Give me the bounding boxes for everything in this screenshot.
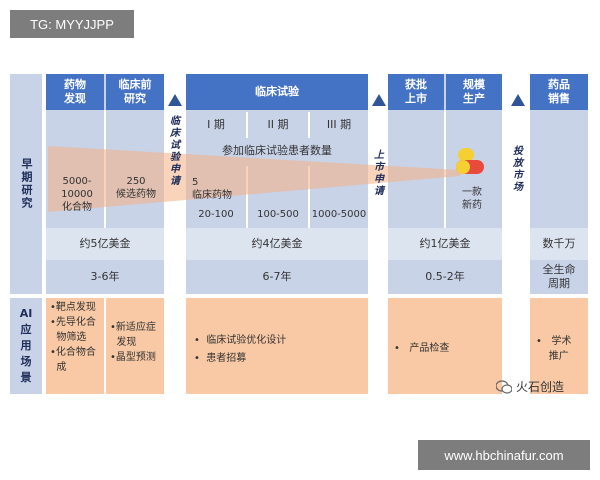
phase-3: III 期 xyxy=(310,112,368,138)
ai-item: • 患者招募 xyxy=(194,353,247,364)
header-preclinical-text: 临床前研究 xyxy=(118,78,152,105)
divider xyxy=(308,166,310,228)
header-scale-production: 规模生产 xyxy=(446,74,502,110)
brand-text: 火石创造 xyxy=(516,380,565,394)
participants-label: 参加临床试验患者数量 xyxy=(186,140,368,162)
header-drug-discovery-text: 药物发现 xyxy=(64,78,86,105)
cost-sales: 数千万 xyxy=(530,228,588,260)
duration-early-text: 3-6年 xyxy=(90,270,120,283)
duration-sales: 全生命 周期 xyxy=(530,261,588,293)
arrow-up-icon xyxy=(372,94,386,106)
header-drug-sales: 药品销售 xyxy=(530,74,588,110)
ai-item: • 学术 xyxy=(536,336,572,347)
cost-clinical-text: 约4亿美金 xyxy=(251,237,303,250)
participants-phase-2: 100-500 xyxy=(257,209,299,220)
phase-2-text: II 期 xyxy=(267,118,289,131)
row-label-early-text: 早期研究 xyxy=(20,158,33,210)
row-label-early-research: 早期研究 xyxy=(10,74,42,294)
ai-approval-box xyxy=(388,298,502,394)
label-clinical-application: 临床试验申请 xyxy=(170,116,180,187)
duration-approval: 0.5-2年 xyxy=(388,261,502,293)
phase-2: II 期 xyxy=(248,112,308,138)
ai-clinical-box xyxy=(186,298,368,394)
clinical-drug-count: 5 临床药物 xyxy=(192,177,232,201)
participants-phase-1: 20-100 xyxy=(198,209,234,220)
divider xyxy=(444,110,446,228)
arrow-up-icon xyxy=(168,94,182,106)
phase-3-text: III 期 xyxy=(326,118,352,131)
ai-approval-list: • 产品检查 xyxy=(394,341,449,356)
row-label-ai: AI应用场景 xyxy=(10,298,42,394)
phase-1: I 期 xyxy=(186,112,246,138)
ai-sales-box xyxy=(530,298,588,394)
ai-item: 成 xyxy=(50,362,67,373)
duration-early: 3-6年 xyxy=(46,261,164,293)
discovery-count: 5000-10000 化合物 xyxy=(61,176,93,213)
header-drug-discovery: 药物发现 xyxy=(46,74,104,110)
pill-icon xyxy=(456,148,484,174)
ai-item: •化合物合 xyxy=(50,347,96,358)
header-scale-text: 规模生产 xyxy=(463,78,485,105)
header-approval: 获批上市 xyxy=(388,74,444,110)
arrow-up-icon xyxy=(511,94,525,106)
duration-approval-text: 0.5-2年 xyxy=(425,270,465,283)
header-sales-text: 药品销售 xyxy=(548,78,570,105)
new-drug-label: 一款 新药 xyxy=(462,187,482,211)
watermark-url: www.hbchinafur.com xyxy=(418,440,590,470)
cost-clinical: 约4亿美金 xyxy=(186,228,368,260)
brand-mark: 火石创造 xyxy=(496,378,564,395)
ai-item: • 临床试验优化设计 xyxy=(194,335,287,346)
tg-label: TG: MYYJJPP xyxy=(10,10,134,38)
divider xyxy=(308,112,310,138)
ai-item: 物筛选 xyxy=(50,332,87,343)
row-label-ai-text: AI应用场景 xyxy=(19,307,33,384)
cost-early-text: 约5亿美金 xyxy=(79,237,131,250)
ai-item: •晶型预测 xyxy=(110,352,156,363)
label-market-launch: 投放市场 xyxy=(513,146,523,193)
header-clinical-text: 临床试验 xyxy=(255,85,299,98)
ai-item: •先导化合 xyxy=(50,317,96,328)
divider xyxy=(246,112,248,138)
header-preclinical: 临床前研究 xyxy=(106,74,164,110)
wechat-icon xyxy=(496,379,512,394)
cost-sales-text: 数千万 xyxy=(542,237,576,250)
ai-sales-list: • 学术 推广 xyxy=(536,334,571,364)
ai-clinical-list: • 临床试验优化设计 • 患者招募 xyxy=(194,332,286,368)
ai-item: 发现 xyxy=(110,337,137,348)
participants-phase-3: 1000-5000 xyxy=(311,209,367,220)
cost-approval: 约1亿美金 xyxy=(388,228,502,260)
cost-early: 约5亿美金 xyxy=(46,228,164,260)
ai-item: •靶点发现 xyxy=(50,302,96,313)
ai-item: • 产品检查 xyxy=(394,343,450,354)
ai-item: 推广 xyxy=(536,351,569,362)
label-market-application: 上市申请 xyxy=(374,150,384,197)
header-approval-text: 获批上市 xyxy=(405,78,427,105)
duration-sales-text: 全生命 周期 xyxy=(542,263,576,290)
ai-item: •新适应症 xyxy=(110,322,156,333)
duration-clinical-text: 6-7年 xyxy=(262,270,292,283)
divider xyxy=(246,166,248,228)
header-clinical-trials: 临床试验 xyxy=(186,74,368,110)
ai-discovery-box xyxy=(46,298,104,394)
cost-approval-text: 约1亿美金 xyxy=(419,237,471,250)
funnel-polygon xyxy=(48,146,460,212)
participants-label-text: 参加临床试验患者数量 xyxy=(222,144,332,157)
phase-1-text: I 期 xyxy=(207,118,225,131)
preclinical-count: 250 候选药物 xyxy=(116,176,156,200)
ai-preclinical-box xyxy=(106,298,164,394)
ai-preclinical-list: •新适应症 发现 •晶型预测 xyxy=(110,320,156,365)
duration-clinical: 6-7年 xyxy=(186,261,368,293)
ai-discovery-list: •靶点发现 •先导化合 物筛选 •化合物合 成 xyxy=(50,300,96,375)
